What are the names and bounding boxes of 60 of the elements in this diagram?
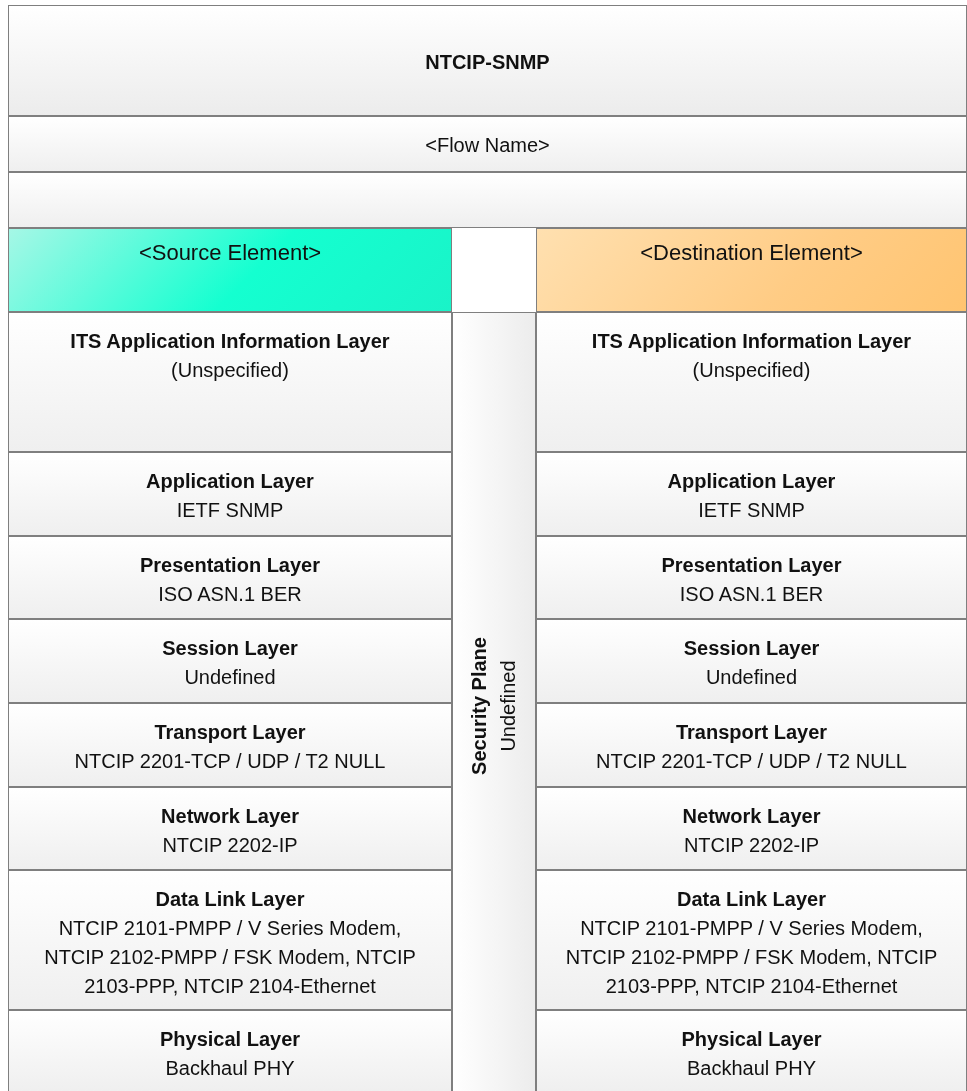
element-header bbox=[8, 228, 452, 312]
layer-cell bbox=[536, 1010, 967, 1091]
heading: <Source Element> bbox=[137, 239, 323, 267]
layer-detail: IETF SNMP bbox=[175, 498, 285, 523]
layer-heading: ITS Application Information Layer bbox=[69, 329, 391, 354]
layer-detail: IETF SNMP bbox=[697, 498, 806, 523]
layer-cell bbox=[536, 703, 967, 787]
layer-detail: ISO ASN.1 BER bbox=[678, 582, 825, 607]
layer-heading: Data Link Layer bbox=[676, 887, 827, 912]
layer-heading: Network Layer bbox=[160, 804, 300, 829]
layer-heading: Data Link Layer bbox=[154, 887, 306, 912]
layer-heading: Application Layer bbox=[666, 469, 837, 494]
layer-heading: Presentation Layer bbox=[660, 553, 843, 578]
layer-detail: Undefined bbox=[704, 665, 799, 690]
element-header bbox=[536, 228, 967, 312]
layer-heading: ITS Application Information Layer bbox=[590, 329, 913, 354]
layer-heading: Physical Layer bbox=[680, 1027, 823, 1052]
layer-cell bbox=[536, 870, 967, 1010]
heading: <Flow Name> bbox=[424, 133, 551, 158]
layer-heading: Network Layer bbox=[681, 804, 822, 829]
layer-cell bbox=[8, 870, 452, 1010]
layer-heading: Security Plane bbox=[467, 637, 491, 775]
layer-detail: NTCIP 2202-IP bbox=[161, 833, 299, 858]
layer-heading: Session Layer bbox=[161, 636, 299, 661]
layer-heading: Session Layer bbox=[682, 636, 821, 661]
layer-detail: Undefined bbox=[496, 659, 520, 754]
title-band bbox=[8, 5, 967, 116]
layer-cell bbox=[8, 1010, 452, 1091]
layer-heading: Physical Layer bbox=[158, 1027, 302, 1052]
layer-detail: Backhaul PHY bbox=[686, 1056, 817, 1081]
layer-detail: ISO ASN.1 BER bbox=[157, 582, 303, 607]
flow-band bbox=[8, 116, 967, 172]
layer-detail: NTCIP 2201-TCP / UDP / T2 NULL bbox=[595, 749, 908, 774]
heading: NTCIP-SNMP bbox=[424, 50, 551, 75]
layer-cell bbox=[536, 536, 967, 619]
layer-cell bbox=[8, 536, 452, 619]
layer-detail: NTCIP 2101-PMPP / V Series Modem, NTCIP 2102-PMPP / FSK Modem, NTCIP 2103-PPP, NTCIP 2104-Ethernet bbox=[43, 916, 417, 999]
layer-detail: (Unspecified) bbox=[691, 358, 812, 383]
layer-cell bbox=[536, 312, 967, 452]
layer-cell bbox=[8, 703, 452, 787]
layer-detail: NTCIP 2202-IP bbox=[682, 833, 821, 858]
layer-detail: Undefined bbox=[183, 665, 277, 690]
layer-cell bbox=[8, 787, 452, 870]
heading: <Destination Element> bbox=[639, 239, 864, 267]
layer-heading: Presentation Layer bbox=[138, 553, 322, 578]
layer-cell bbox=[8, 619, 452, 703]
layer-detail: (Unspecified) bbox=[170, 358, 290, 383]
empty-band bbox=[8, 172, 967, 228]
layer-cell bbox=[536, 452, 967, 536]
layer-detail: NTCIP 2201-TCP / UDP / T2 NULL bbox=[73, 749, 387, 774]
layer-detail: Backhaul PHY bbox=[164, 1056, 296, 1081]
layer-heading: Application Layer bbox=[145, 469, 315, 494]
layer-heading: Transport Layer bbox=[153, 720, 307, 745]
layer-detail: NTCIP 2101-PMPP / V Series Modem, NTCIP 2102-PMPP / FSK Modem, NTCIP 2103-PPP, NTCIP 2104-Ethernet bbox=[564, 916, 939, 999]
layer-cell bbox=[536, 619, 967, 703]
security-plane-band bbox=[452, 312, 536, 1091]
layer-cell bbox=[536, 787, 967, 870]
layer-cell bbox=[8, 452, 452, 536]
layer-cell bbox=[8, 312, 452, 452]
layer-heading: Transport Layer bbox=[674, 720, 829, 745]
